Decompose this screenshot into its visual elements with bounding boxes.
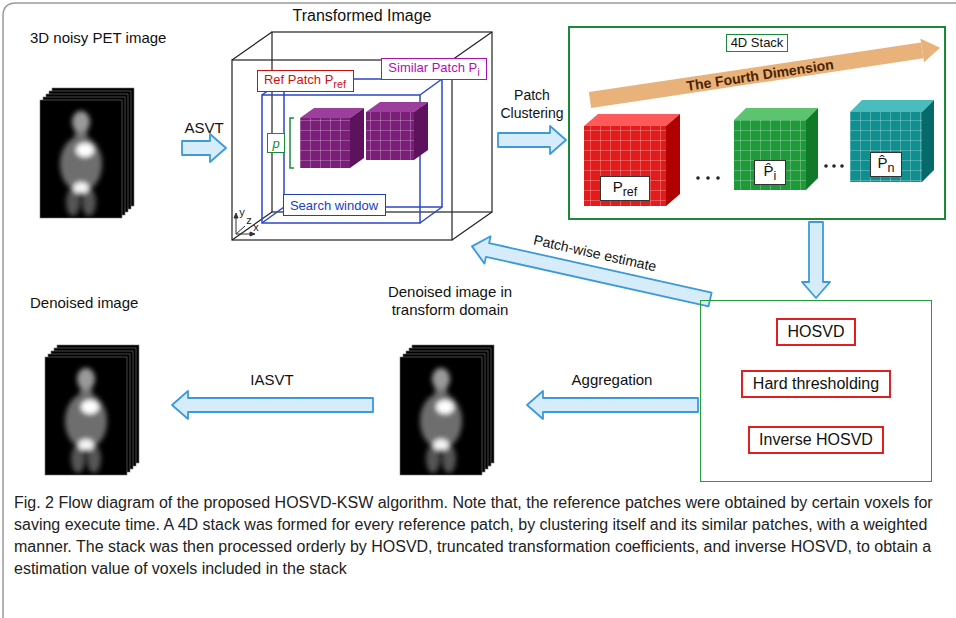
flow-arrow (527, 391, 698, 419)
process-box: HOSVD Hard thresholdingInverse HOSVD (700, 300, 932, 482)
pet-image (45, 345, 139, 475)
label-line: P̂n (878, 154, 895, 175)
stack-cube-green (734, 108, 818, 190)
stack-cube-teal (850, 100, 934, 182)
similar-patch-cube (366, 102, 428, 160)
dimension-label: The Fourth Dimension (685, 56, 834, 94)
image-panel: 3D noisy PET image (30, 28, 180, 222)
step-box: Inverse HOSVD (748, 426, 884, 454)
node-text: Hard thresholding (753, 375, 879, 393)
label-text: Similar Patch P (388, 60, 477, 75)
arrow-label: Aggregation (572, 371, 653, 389)
search-window (262, 79, 442, 223)
node-text: 4D Stack (726, 34, 789, 52)
label-subscript: i (774, 169, 777, 183)
patch-label: Ref Patch Pref (257, 70, 354, 92)
flow-arrow (182, 134, 226, 162)
flow-arrow (172, 391, 373, 419)
label-line: P̂i (764, 162, 777, 183)
node-text: Transformed Image (228, 6, 496, 26)
arrow-label: IASVT (250, 371, 293, 389)
node-text: HOSVD (788, 323, 845, 341)
flow-arrow (802, 222, 830, 298)
size-label: p (267, 133, 285, 153)
label-line: Pref (613, 178, 638, 199)
flow-arrow (498, 126, 566, 154)
label-subscript: n (888, 161, 895, 175)
ref-patch-cube (300, 108, 364, 168)
label-line: Similar Patch Pi (388, 60, 479, 78)
label-line: Ref Patch Pref (264, 72, 346, 90)
image-panel: Denoised image (30, 293, 170, 483)
axis-label: z (246, 214, 252, 227)
stack-cube-red (584, 114, 680, 206)
size-bracket (290, 118, 294, 168)
step-box: Hard thresholding (741, 370, 891, 398)
arrow-label: ASVT (184, 119, 223, 137)
node-text: Denoised image (30, 293, 170, 312)
label-text: P̂ (764, 162, 774, 179)
label-text: Ref Patch P (264, 72, 333, 87)
node-text: 3D noisy PET image (30, 28, 180, 47)
label-subscript: i (477, 66, 479, 78)
stack-box: 4D StackPrefP̂iP̂n (568, 26, 946, 220)
pet-image (40, 88, 134, 218)
label-subscript: ref (333, 78, 346, 90)
axis-label: x (253, 221, 259, 234)
patch-label: Similar Patch Pi (381, 58, 487, 80)
arrow-label: Patch-wise estimate (532, 231, 658, 276)
figure-frame (3, 3, 956, 618)
figure-caption: Fig. 2 Flow diagram of the proposed HOSV… (14, 492, 944, 580)
stack-patch: P̂n (870, 152, 902, 177)
node-text: Inverse HOSVD (759, 431, 873, 449)
node-text: p (272, 136, 279, 151)
label-text: P̂ (878, 154, 888, 171)
arrow-label: Patch Clustering (497, 86, 567, 122)
step-box: HOSVD (776, 318, 856, 346)
label-subscript: ref (623, 185, 638, 199)
pet-image (400, 345, 494, 475)
label-text: P (613, 178, 623, 195)
axis-label: y (239, 206, 245, 219)
image-panel: Denoised image in transform domain (375, 283, 525, 483)
node-text: Search window (290, 198, 378, 213)
volume-box (232, 32, 492, 240)
volume-panel: Transformed ImageRef Patch Pref Similar P… (228, 6, 496, 246)
stack-patch: Pref (600, 176, 650, 201)
node-text: Denoised image in transform domain (375, 283, 525, 319)
window-label: Search window (283, 194, 386, 216)
stack-patch: P̂i (754, 160, 786, 185)
